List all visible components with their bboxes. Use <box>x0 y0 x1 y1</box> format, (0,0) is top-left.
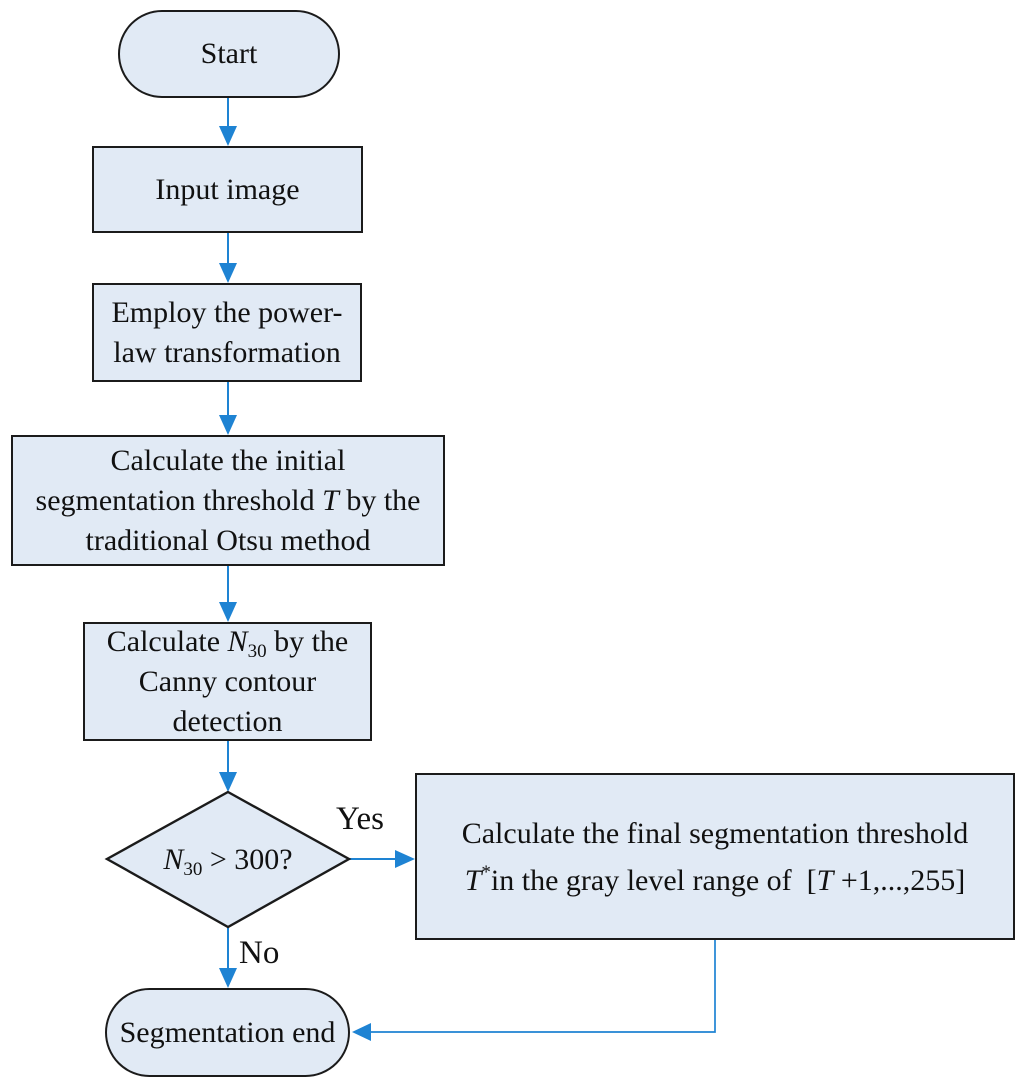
start-node: Start <box>118 10 340 98</box>
decision-diamond-shape <box>104 790 352 929</box>
canny-line1-text: Calculate <box>106 624 228 658</box>
arrowhead-down-icon <box>219 415 237 435</box>
otsu-line2-text: segmentation threshold <box>35 483 323 517</box>
otsu-threshold-label: Calculate the initial segmentation thres… <box>36 441 421 561</box>
start-label: Start <box>200 37 258 70</box>
final-symbol-star: * <box>481 861 491 883</box>
canny-line1: Calculate N30 by the <box>107 622 348 662</box>
canny-line3: detection <box>172 704 283 738</box>
arrowhead-right-icon <box>395 850 415 868</box>
canny-symbol-sub30: 30 <box>247 640 267 662</box>
otsu-line3: traditional Otsu method <box>85 523 371 557</box>
final-symbol-T: T <box>464 863 482 897</box>
power-law-line2: law transformation <box>113 335 341 369</box>
otsu-threshold-node: Calculate the initial segmentation thres… <box>11 435 445 566</box>
final-threshold-node: Calculate the final segmentation thresho… <box>415 773 1015 940</box>
final-line2-text: in the gray level range of [ <box>490 863 817 897</box>
decision-symbol-N: N <box>163 842 184 876</box>
input-image-node: Input image <box>92 146 363 233</box>
decision-label: N30 > 300? <box>163 840 292 880</box>
decision-node: N30 > 300? <box>107 792 349 927</box>
final-threshold-label: Calculate the final segmentation thresho… <box>462 810 969 904</box>
yes-branch-label: Yes <box>336 801 385 837</box>
end-label: Segmentation end <box>119 1015 336 1049</box>
power-law-line1: Employ the power- <box>111 295 343 329</box>
final-line2-text2: +1,...,255] <box>833 863 966 897</box>
decision-symbol-sub30: 30 <box>183 858 203 880</box>
connector-final-to-end <box>371 940 716 1033</box>
power-law-node: Employ the power- law transformation <box>92 283 362 382</box>
canny-contour-label: Calculate N30 by the Canny contour detec… <box>107 622 348 742</box>
arrowhead-down-icon <box>219 126 237 146</box>
final-line1: Calculate the final segmentation thresho… <box>461 816 969 850</box>
canny-line2: Canny contour <box>138 664 317 698</box>
otsu-line2-text2: by the <box>338 483 421 517</box>
final-symbol-T2: T <box>816 863 834 897</box>
canny-contour-node: Calculate N30 by the Canny contour detec… <box>83 622 372 741</box>
no-branch-label: No <box>239 935 280 971</box>
arrowhead-down-icon <box>219 968 237 988</box>
arrowhead-left-icon <box>352 1023 371 1041</box>
otsu-symbol-T: T <box>322 483 339 517</box>
end-node: Segmentation end <box>105 988 350 1077</box>
arrowhead-down-icon <box>219 772 237 792</box>
arrowhead-down-icon <box>219 602 237 622</box>
otsu-line1: Calculate the initial <box>110 443 346 477</box>
input-image-label: Input image <box>155 172 300 206</box>
power-law-label: Employ the power- law transformation <box>111 293 342 373</box>
decision-condition-text: > 300? <box>202 842 293 876</box>
otsu-line2: segmentation threshold T by the <box>36 481 421 521</box>
canny-line1-text2: by the <box>266 624 349 658</box>
final-line2: T*in the gray level range of [T +1,...,2… <box>462 857 969 904</box>
canny-symbol-N: N <box>227 624 248 658</box>
arrowhead-down-icon <box>219 263 237 283</box>
